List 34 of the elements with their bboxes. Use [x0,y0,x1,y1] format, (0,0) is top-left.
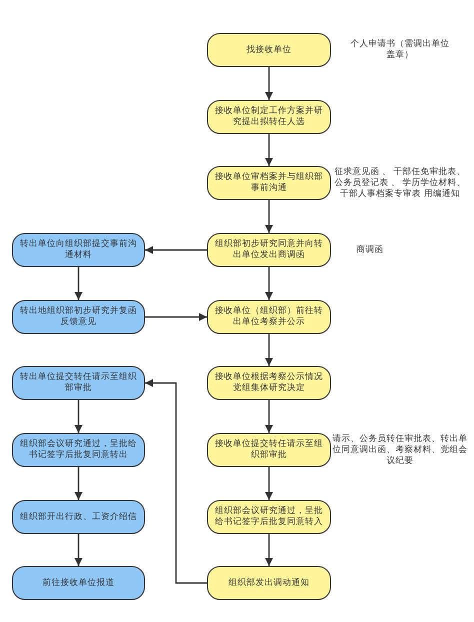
process-box: 找接收单位 [207,33,331,67]
process-box: 组织部初步研究同意并向转出单位发出商调函 [207,233,331,267]
process-box: 接收单位提交转任请示至组织部审批 [207,433,331,467]
arrow [265,67,273,100]
process-box: 接收单位制定工作方案并研究提出拟转任人选 [207,100,331,134]
process-box: 前往接收单位报道 [12,566,145,600]
process-box: 转出单位提交转任请示至组织部审批 [12,366,145,400]
process-box: 组织部开出行政、工资介绍信 [12,500,145,534]
arrow [145,246,207,254]
note-text: 商调函 [356,244,384,256]
process-box: 组织部发出调动通知 [207,566,331,600]
arrow [145,379,207,584]
arrow [74,400,82,433]
arrow [265,467,273,500]
process-box: 接收单位审档案并与组织部事前沟通 [207,166,331,200]
arrow [265,134,273,166]
process-box: 转出地组织部初步研究并复函反馈意见 [12,300,145,334]
arrow [265,267,273,300]
note-text: 征求意见函 、 干部任免审批表、公务员登记表 、 学历学位材料、干部人事档案专审表 用编通知 [333,166,467,200]
arrow [265,534,273,566]
arrow [265,400,273,433]
arrow [145,313,207,321]
note-text: 个人申请书（需调出单位盖章） [350,39,450,61]
note-text: 请示、公务员转任审批表、转出单位同意调出函、考察材料、党组会议纪要 [332,434,468,466]
process-box: 接收单位（组织部）前往转出单位考察并公示 [207,300,331,334]
arrow [74,267,82,300]
arrow [265,200,273,233]
process-box: 接收单位根据考察公示情况党组集体研究决定 [207,366,331,400]
process-box: 组织部会议研究通过，呈批给书记签字后批复同意转入 [207,500,331,534]
arrow [74,534,82,566]
process-box: 组织部会议研究通过，呈批给书记签字后批复同意转出 [12,433,145,467]
process-box: 转出单位向组织部提交事前沟通材料 [12,233,145,267]
arrow [265,334,273,366]
arrow [74,467,82,500]
